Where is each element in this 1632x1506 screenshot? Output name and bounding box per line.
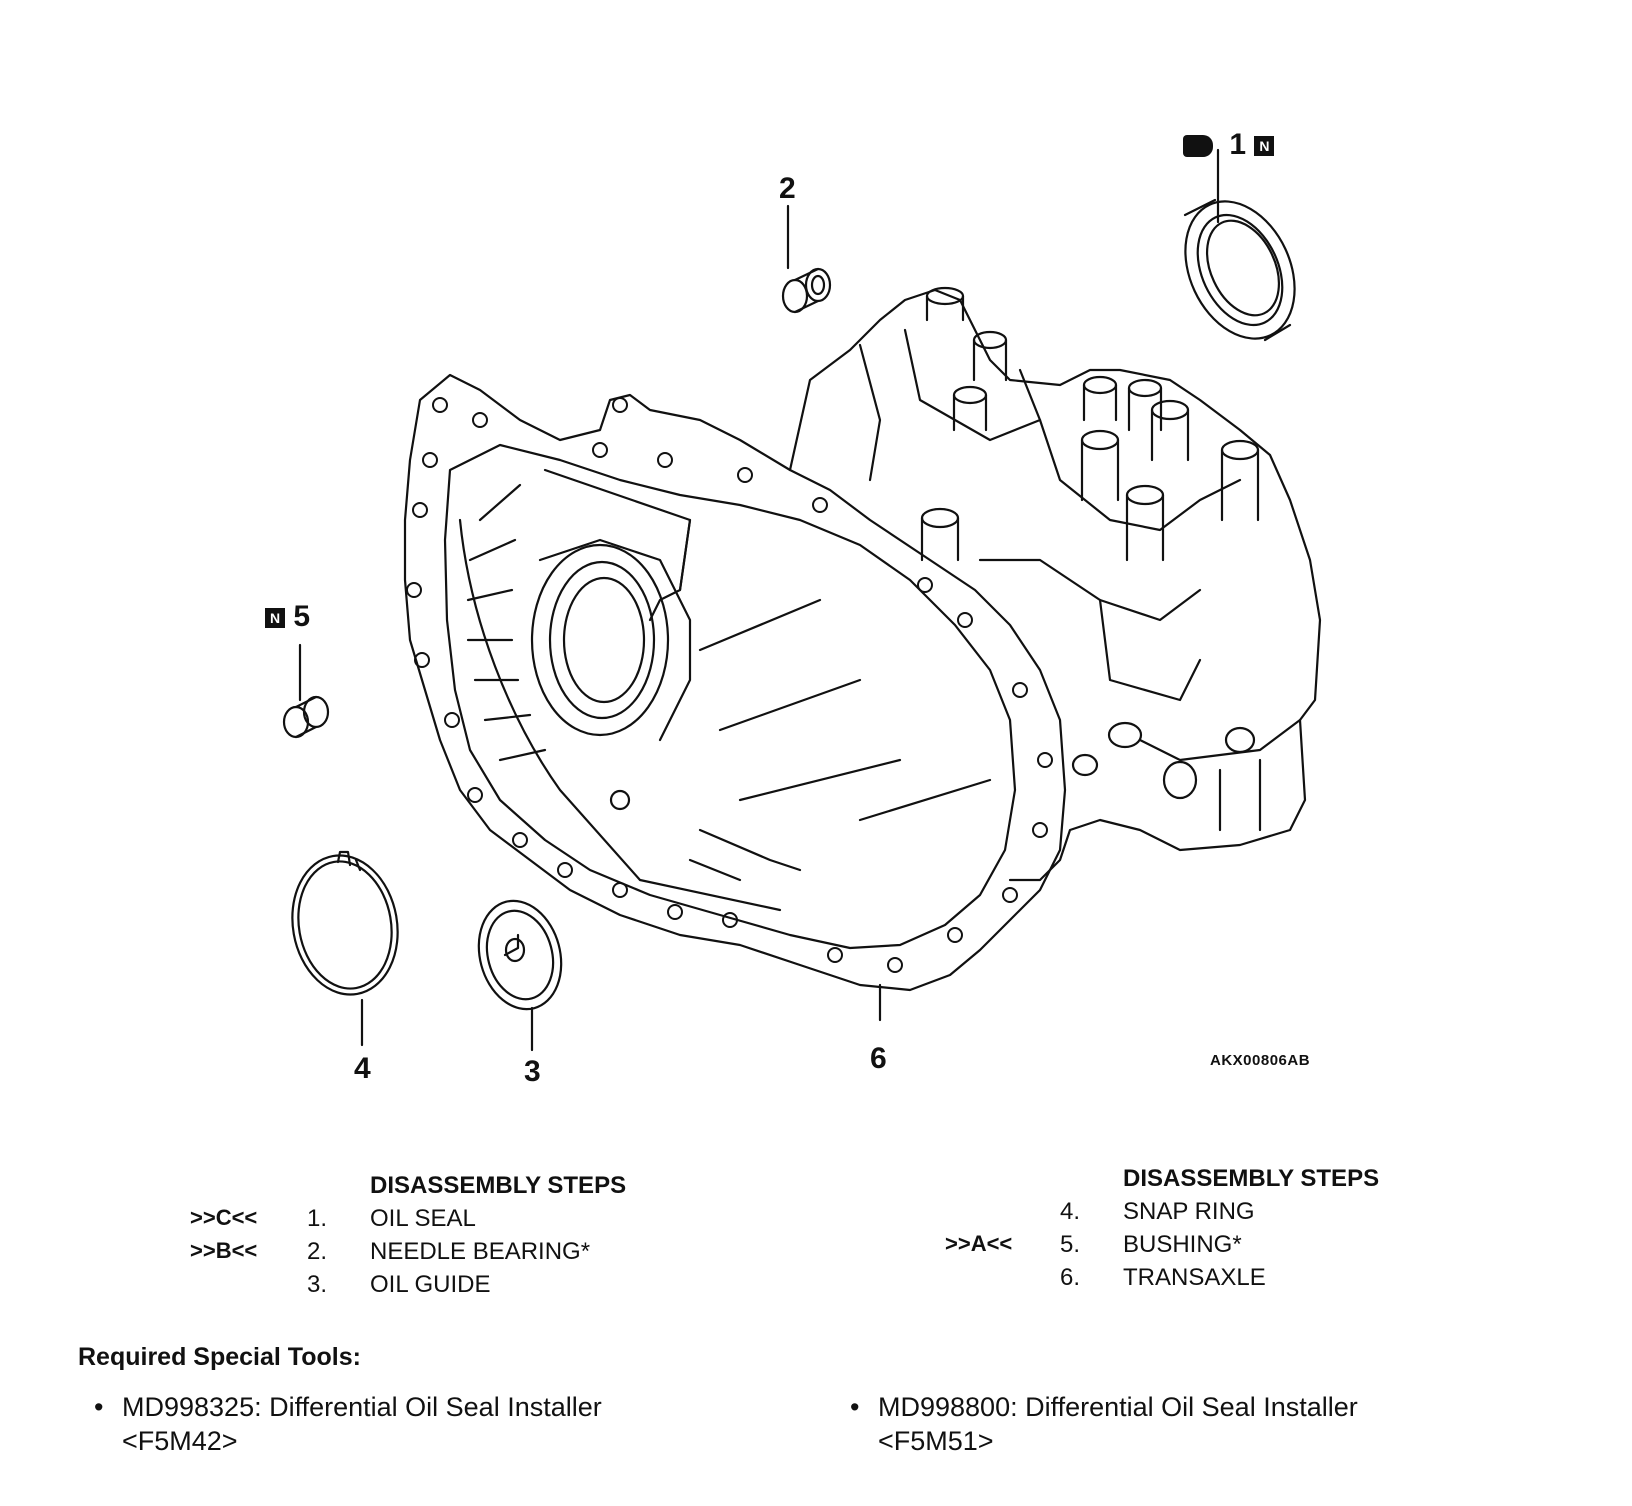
figure-code: AKX00806AB: [1210, 1052, 1311, 1069]
step-ref: >>B<<: [190, 1238, 258, 1263]
part-snap-ring: [291, 850, 399, 1047]
new-part-badge: N: [1254, 136, 1275, 157]
step-number: 2.: [307, 1238, 328, 1265]
bullet-icon: •: [94, 1392, 104, 1422]
tool-name: MD998800: Differential Oil Seal Installe…: [878, 1392, 1358, 1422]
step-number: 3.: [307, 1271, 328, 1298]
step-name: OIL SEAL: [370, 1205, 476, 1232]
part-oil-guide: [477, 899, 563, 1052]
step-ref: >>C<<: [190, 1205, 258, 1230]
required-tools-title: Required Special Tools:: [78, 1343, 361, 1371]
steps-heading: DISASSEMBLY STEPS: [370, 1172, 627, 1199]
part-needle-bearing: [781, 204, 832, 314]
step-number: 6.: [1060, 1264, 1081, 1291]
differential-bore: [530, 538, 692, 742]
callout-6: 6: [870, 1042, 887, 1075]
callout-2: 2: [779, 172, 796, 205]
steps-heading: DISASSEMBLY STEPS: [1123, 1165, 1380, 1192]
step-number: 1.: [307, 1205, 328, 1232]
step-name: SNAP RING: [1123, 1198, 1255, 1225]
bell-housing-flange: [403, 373, 1067, 992]
new-part-badge: N: [265, 608, 285, 629]
step-ref: >>A<<: [945, 1231, 1013, 1256]
callout-4: 4: [354, 1052, 371, 1085]
step-number: 5.: [1060, 1231, 1081, 1258]
callout-5: N 5: [265, 600, 310, 634]
tool-model: <F5M51>: [878, 1426, 994, 1456]
seal-symbol-icon: [1183, 135, 1213, 158]
part-bushing: [282, 643, 330, 739]
part-oil-seal: [1183, 148, 1296, 342]
tool-model: <F5M42>: [122, 1426, 238, 1456]
step-name: TRANSAXLE: [1123, 1264, 1266, 1291]
step-name: OIL GUIDE: [370, 1271, 491, 1298]
step-number: 4.: [1060, 1198, 1081, 1225]
step-name: BUSHING*: [1123, 1231, 1242, 1258]
bullet-icon: •: [850, 1392, 860, 1422]
callout-3: 3: [524, 1055, 541, 1088]
transaxle-case: [403, 286, 1322, 1022]
housing-bosses: [920, 286, 1260, 800]
transaxle-exploded-view: [282, 148, 1322, 1052]
tool-name: MD998325: Differential Oil Seal Installe…: [122, 1392, 602, 1422]
flange-bolt-holes: [406, 397, 1053, 973]
step-name: NEEDLE BEARING*: [370, 1238, 591, 1265]
callout-1: 1 N: [1183, 128, 1275, 162]
